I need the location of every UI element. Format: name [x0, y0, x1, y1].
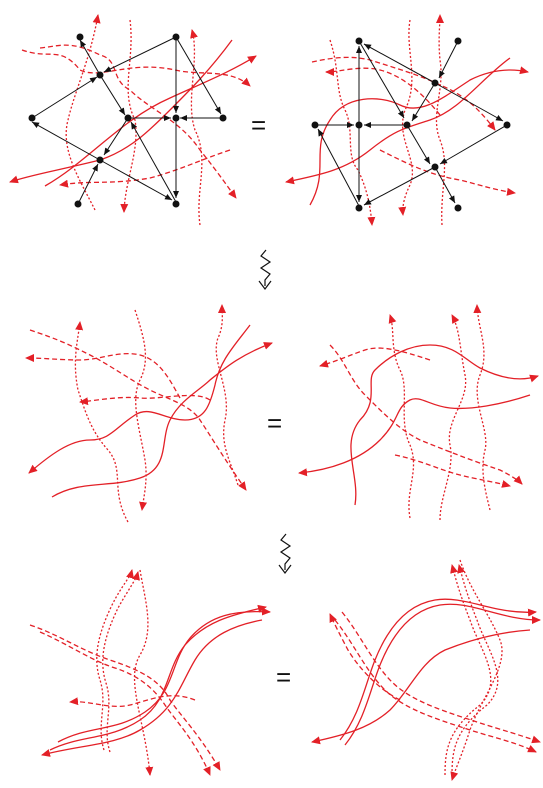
- dashed-strand: [319, 347, 431, 368]
- dashed-strand: [59, 149, 231, 188]
- dotted-strand: [74, 321, 129, 523]
- solid-strand: [44, 55, 257, 187]
- dashed-strand: [394, 454, 511, 488]
- dashed-strand: [69, 695, 196, 708]
- equals-sign: =: [267, 408, 282, 438]
- dotted-strand: [473, 304, 491, 511]
- dotted-strand: [444, 564, 492, 776]
- solid-strand: [309, 66, 529, 206]
- dotted-strand: [102, 571, 140, 753]
- dashed-strand: [39, 631, 211, 776]
- quiver: [31, 36, 223, 205]
- dotted-strand: [388, 314, 415, 519]
- squiggle-arrow: [278, 533, 292, 574]
- solid-strand: [51, 342, 273, 498]
- dashed-strand: [21, 49, 251, 87]
- dashed-strand: [79, 394, 211, 406]
- dotted-strand: [329, 39, 376, 226]
- solid-strand: [350, 344, 539, 506]
- solid-strand: [41, 619, 263, 757]
- quiver: [315, 40, 508, 207]
- dotted-strand: [398, 19, 414, 216]
- dotted-strand: [435, 14, 446, 226]
- dashed-strand: [379, 149, 516, 196]
- row1-left-diagram: [9, 14, 257, 226]
- row1-right-diagram: [285, 14, 529, 226]
- row2-left-diagram: [25, 304, 273, 523]
- quiver-nodes: [28, 33, 227, 208]
- solid-strand: [57, 607, 271, 743]
- row2-right-diagram: [298, 304, 539, 521]
- dashed-strand: [25, 353, 181, 399]
- squiggle-arrow: [258, 249, 272, 290]
- dotted-strand: [439, 314, 467, 521]
- dashed-strand: [329, 344, 523, 485]
- dotted-strand: [96, 569, 134, 751]
- solid-strand: [28, 324, 251, 474]
- dashed-strand: [39, 44, 237, 199]
- solid-strand: [285, 57, 511, 185]
- dotted-strand: [451, 564, 499, 776]
- dotted-strand: [215, 304, 239, 486]
- solid-strand: [49, 604, 267, 751]
- equals-sign: =: [251, 110, 266, 140]
- dashed-strand: [334, 619, 537, 753]
- quiver-nodes: [311, 37, 511, 212]
- solid-strand: [311, 629, 531, 745]
- dashed-strand: [329, 613, 401, 701]
- dotted-strand: [190, 29, 203, 226]
- solid-strand: [339, 598, 537, 741]
- dashed-strand: [341, 611, 541, 744]
- row3-left-diagram: [29, 569, 271, 776]
- dashed-strand: [325, 67, 441, 116]
- dotted-strand: [65, 14, 101, 211]
- dotted-strand: [134, 309, 148, 511]
- row3-right-diagram: [311, 559, 541, 781]
- solid-strand: [298, 394, 531, 477]
- equals-sign: =: [276, 662, 291, 692]
- dashed-strand: [311, 56, 496, 131]
- dashed-strand: [29, 624, 221, 771]
- dotted-strand: [120, 19, 137, 213]
- dashed-strand: [29, 329, 247, 491]
- solid-strand: [344, 603, 541, 746]
- dotted-strand: [450, 559, 503, 781]
